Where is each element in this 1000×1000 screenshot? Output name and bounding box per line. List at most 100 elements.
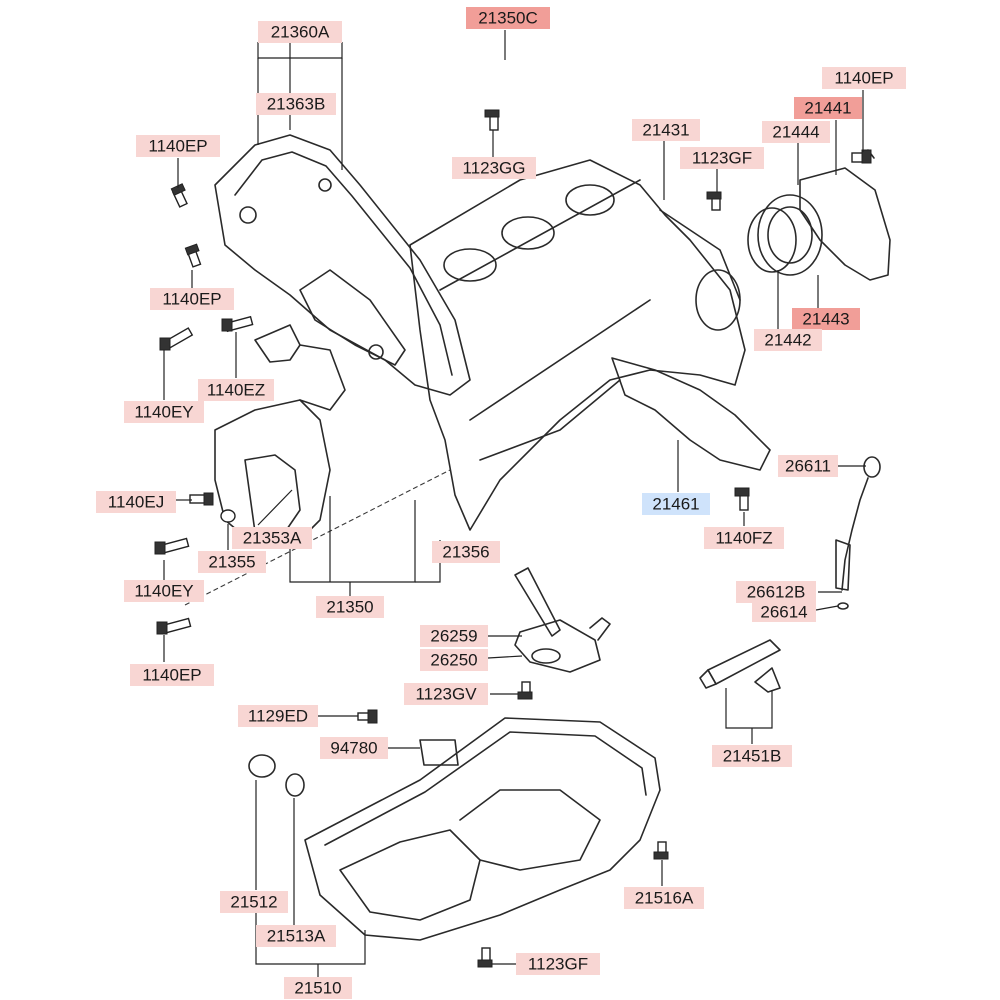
part-label-21363B[interactable]: 21363B bbox=[256, 93, 336, 115]
label-box bbox=[704, 527, 784, 549]
bolt-icons bbox=[154, 109, 872, 968]
label-box bbox=[198, 379, 274, 401]
label-text: 21512 bbox=[230, 893, 277, 912]
part-label-1123GF-bot[interactable]: 1123GF bbox=[516, 953, 600, 975]
part-label-94780[interactable]: 94780 bbox=[320, 737, 388, 759]
part-label-1123GF-top[interactable]: 1123GF bbox=[680, 147, 764, 169]
label-box bbox=[404, 683, 488, 705]
label-box bbox=[420, 625, 488, 647]
bolt-icon bbox=[170, 183, 188, 208]
oil-pan-drawing bbox=[248, 717, 661, 941]
part-label-1129ED[interactable]: 1129ED bbox=[238, 705, 318, 727]
part-label-21355[interactable]: 21355 bbox=[198, 551, 266, 573]
label-box bbox=[320, 737, 388, 759]
part-label-21443[interactable]: 21443 bbox=[792, 308, 860, 330]
bolt-icon bbox=[477, 947, 493, 968]
bolt-icon bbox=[517, 681, 533, 700]
part-label-26250[interactable]: 26250 bbox=[420, 649, 488, 671]
rear-oil-seal-case-drawing bbox=[747, 149, 891, 281]
label-box bbox=[680, 147, 764, 169]
part-label-26259[interactable]: 26259 bbox=[420, 625, 488, 647]
label-text: 1123GV bbox=[415, 685, 477, 704]
label-text: 1140EP bbox=[834, 69, 893, 88]
part-label-21451B[interactable]: 21451B bbox=[712, 745, 792, 767]
cylinder-block-drawing bbox=[409, 159, 746, 531]
label-text: 1140EZ bbox=[207, 381, 265, 400]
label-text: 21353A bbox=[243, 529, 302, 548]
part-label-26614[interactable]: 26614 bbox=[752, 602, 816, 622]
label-box bbox=[792, 308, 860, 330]
part-label-1140EY-2[interactable]: 1140EY bbox=[124, 580, 204, 602]
bolt-icon bbox=[484, 109, 500, 131]
part-label-1140EY-1[interactable]: 1140EY bbox=[124, 401, 204, 423]
bolt-icon bbox=[221, 315, 254, 333]
label-box bbox=[752, 602, 816, 622]
bolt-icon bbox=[220, 509, 236, 523]
label-text: 21431 bbox=[642, 121, 689, 140]
part-label-21442[interactable]: 21442 bbox=[754, 329, 822, 351]
part-label-1140EJ[interactable]: 1140EJ bbox=[96, 491, 176, 513]
label-text: 1129ED bbox=[248, 707, 308, 726]
label-text: 21355 bbox=[208, 553, 255, 572]
part-label-1140FZ[interactable]: 1140FZ bbox=[704, 527, 784, 549]
label-text: 1123GF bbox=[528, 955, 588, 974]
part-label-1123GV[interactable]: 1123GV bbox=[404, 683, 488, 705]
part-label-21353A[interactable]: 21353A bbox=[232, 527, 312, 549]
label-text: 21461 bbox=[652, 495, 699, 514]
bolt-icon bbox=[156, 617, 192, 635]
part-label-21513A[interactable]: 21513A bbox=[256, 925, 336, 947]
bolt-icon bbox=[851, 149, 872, 164]
label-box bbox=[284, 977, 352, 999]
label-box bbox=[150, 288, 234, 310]
part-label-1140EZ[interactable]: 1140EZ bbox=[198, 379, 274, 401]
part-label-1140EP-1[interactable]: 1140EP bbox=[136, 135, 220, 157]
label-box bbox=[712, 745, 792, 767]
label-box bbox=[736, 581, 816, 603]
part-label-1140EP-3[interactable]: 1140EP bbox=[130, 664, 214, 686]
part-label-21510[interactable]: 21510 bbox=[284, 977, 352, 999]
reference-dashed-line bbox=[184, 469, 451, 606]
label-text: 1140EP bbox=[162, 290, 221, 309]
label-text: 21363B bbox=[267, 95, 326, 114]
part-label-26612B[interactable]: 26612B bbox=[736, 581, 816, 603]
part-label-21444[interactable]: 21444 bbox=[762, 121, 830, 143]
part-label-21512[interactable]: 21512 bbox=[220, 891, 288, 913]
part-label-21441[interactable]: 21441 bbox=[794, 97, 862, 119]
part-label-21350[interactable]: 21350 bbox=[316, 596, 384, 618]
bolt-icon bbox=[159, 327, 194, 351]
part-label-21431[interactable]: 21431 bbox=[632, 119, 700, 141]
label-text: 21443 bbox=[802, 310, 849, 329]
timing-cover-drawing bbox=[214, 134, 471, 396]
dipstick-drawing bbox=[835, 456, 881, 610]
label-box bbox=[258, 21, 342, 43]
label-text: 1140EY bbox=[134, 403, 193, 422]
part-label-1140EP-tr[interactable]: 1140EP bbox=[822, 67, 906, 89]
label-box bbox=[136, 135, 220, 157]
label-text: 1123GG bbox=[462, 159, 525, 178]
part-label-21350C[interactable]: 21350C bbox=[466, 7, 550, 29]
label-box bbox=[256, 925, 336, 947]
label-text: 26612B bbox=[747, 583, 806, 602]
label-box bbox=[198, 551, 266, 573]
part-label-21516A[interactable]: 21516A bbox=[624, 887, 704, 909]
label-text: 21510 bbox=[294, 979, 341, 998]
label-box bbox=[238, 705, 318, 727]
label-text: 21360A bbox=[271, 23, 330, 42]
leader-lines bbox=[163, 30, 866, 978]
bolt-icon bbox=[357, 709, 378, 724]
part-label-1140EP-2[interactable]: 1140EP bbox=[150, 288, 234, 310]
part-label-21356[interactable]: 21356 bbox=[432, 541, 500, 563]
part-label-21461[interactable]: 21461 bbox=[642, 493, 710, 515]
part-label-26611[interactable]: 26611 bbox=[778, 455, 838, 477]
label-text: 21350 bbox=[326, 598, 373, 617]
part-label-1123GG[interactable]: 1123GG bbox=[452, 157, 536, 179]
label-text: 21451B bbox=[723, 747, 782, 766]
bolt-icon bbox=[706, 191, 722, 211]
label-box bbox=[220, 891, 288, 913]
label-box bbox=[632, 119, 700, 141]
oil-pan-baffle-drawing bbox=[611, 357, 771, 471]
label-text: 1140EY bbox=[134, 582, 193, 601]
part-label-21360A[interactable]: 21360A bbox=[258, 21, 342, 43]
label-text: 21356 bbox=[442, 543, 489, 562]
bolt-icon bbox=[734, 487, 750, 511]
